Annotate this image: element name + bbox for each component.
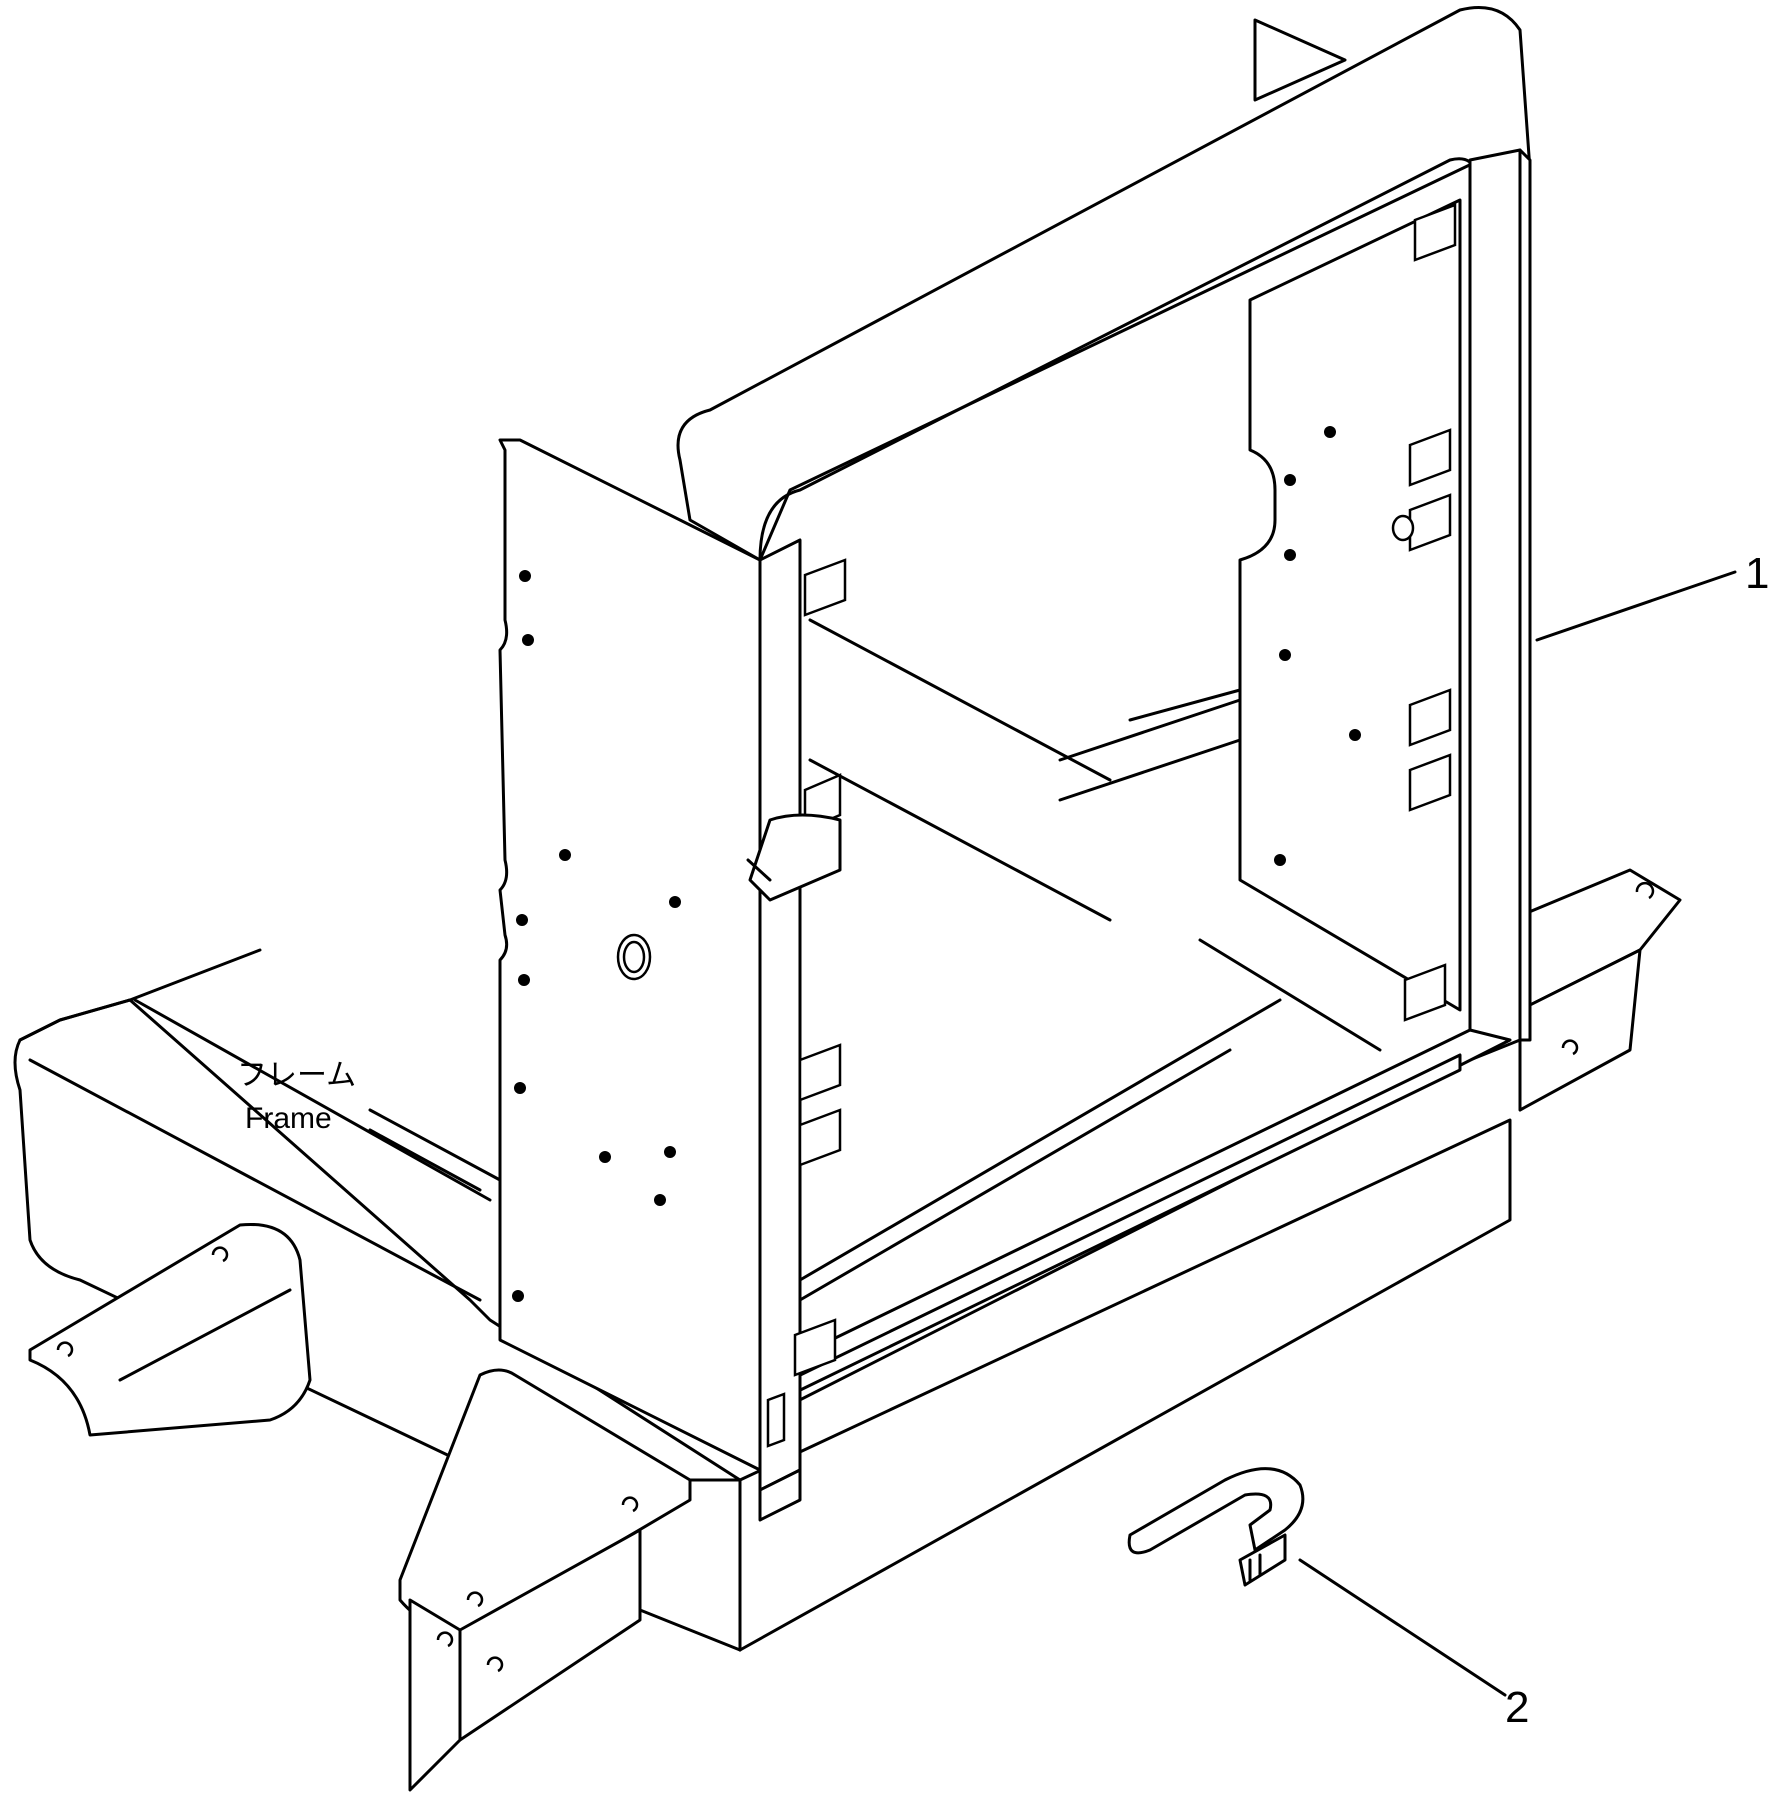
callout-number-1: 1 bbox=[1745, 549, 1769, 598]
mounting-tabs bbox=[746, 203, 1457, 1448]
frame-label-en: Frame bbox=[245, 1102, 332, 1135]
callout-leaders bbox=[368, 570, 1737, 1697]
inner-back-panel bbox=[1238, 198, 1462, 1012]
clip-part-2 bbox=[1127, 1467, 1305, 1587]
radiator-guard-right-column bbox=[1468, 148, 1532, 1062]
leader-line-1 bbox=[1535, 570, 1737, 642]
callout-number-2: 2 bbox=[1505, 1683, 1529, 1732]
radiator-guard-front-column bbox=[758, 538, 802, 1522]
frame-label-jp: フレーム bbox=[237, 1059, 356, 1092]
left-mounting-bracket bbox=[28, 1222, 312, 1437]
leader-line-2 bbox=[1298, 1558, 1507, 1697]
inner-diagonal-bars bbox=[798, 618, 1382, 1302]
left-side-panel bbox=[498, 438, 762, 1472]
leader-line-frame bbox=[368, 1128, 482, 1192]
front-triangular-bracket bbox=[398, 1368, 692, 1792]
